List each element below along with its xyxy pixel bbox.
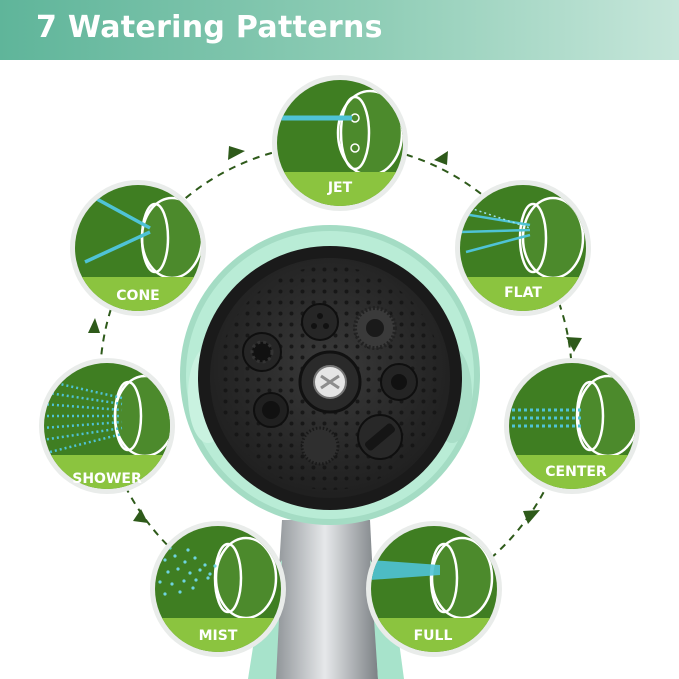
arrow-icon	[228, 146, 245, 160]
pattern-jet: JET	[272, 75, 408, 211]
pattern-center: CENTER	[504, 358, 640, 494]
hose-nozzle	[180, 225, 480, 679]
pattern-label-cone: CONE	[116, 288, 159, 304]
page-title: 7 Watering Patterns	[36, 10, 383, 45]
pattern-label-full: FULL	[414, 628, 453, 644]
pattern-flat: FLAT	[455, 180, 591, 316]
title-banner: 7 Watering Patterns	[0, 0, 679, 60]
pattern-label-flat: FLAT	[504, 285, 542, 301]
arrow-icon	[434, 151, 448, 165]
pattern-label-center: CENTER	[545, 464, 607, 480]
pattern-full: FULL	[366, 521, 502, 657]
pattern-cone: CONE	[70, 180, 206, 316]
arrow-icon	[133, 509, 148, 523]
arrow-icon	[523, 510, 540, 524]
arrow-icon	[566, 337, 582, 352]
arrow-icon	[88, 318, 100, 333]
pattern-label-shower: SHOWER	[72, 471, 142, 487]
nozzle-handle	[272, 520, 378, 679]
pattern-shower: SHOWER	[39, 358, 175, 494]
pattern-label-jet: JET	[327, 180, 353, 196]
pattern-label-mist: MIST	[199, 628, 238, 644]
pattern-mist: MIST	[150, 521, 286, 657]
